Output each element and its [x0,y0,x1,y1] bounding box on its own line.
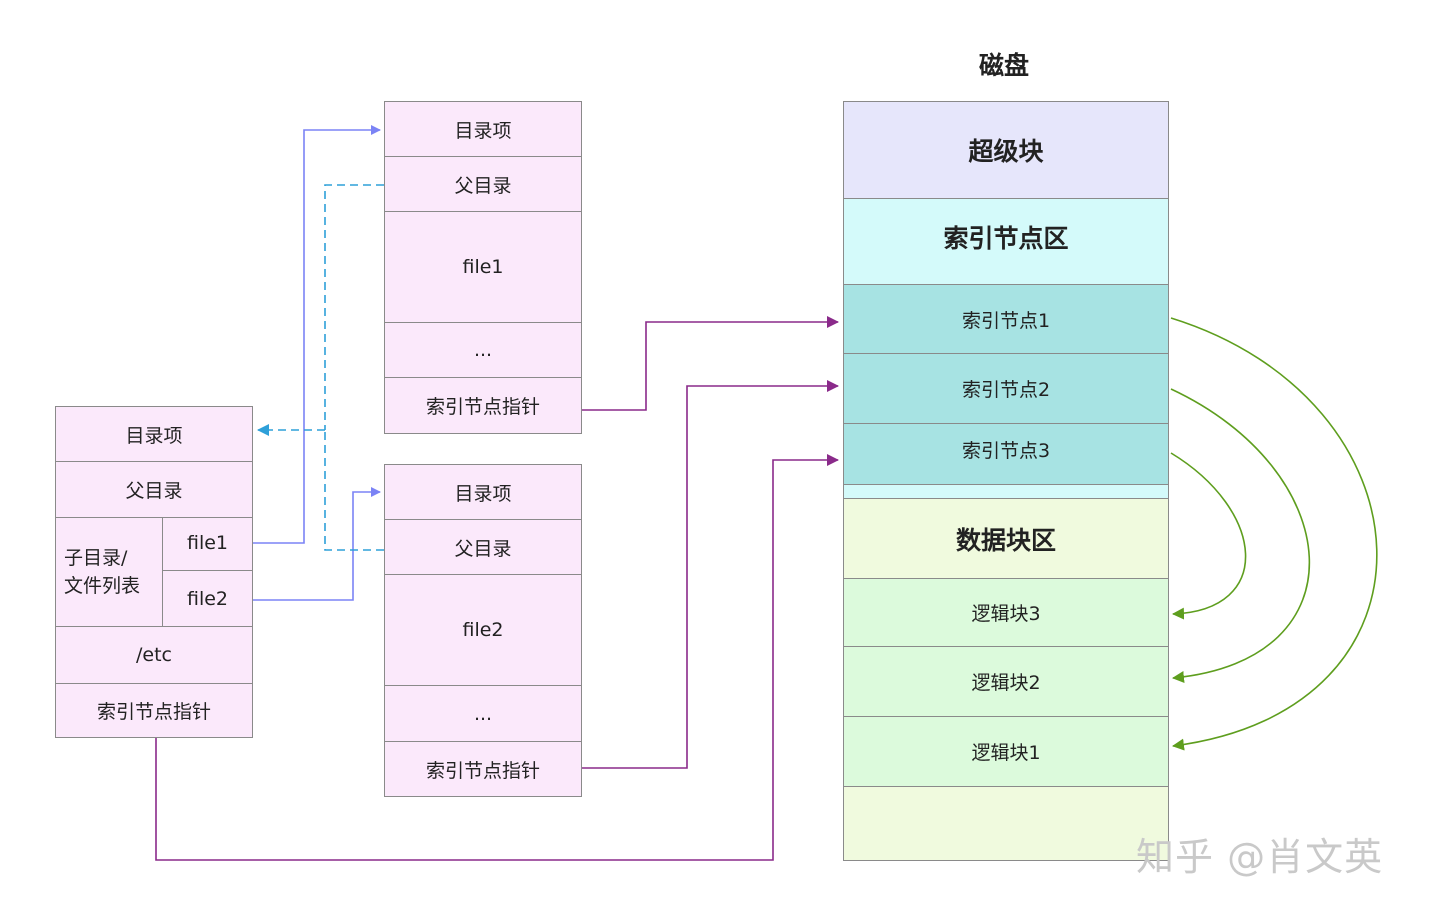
dir-etc-file2: file2 [162,570,253,627]
logical-block-2: 逻辑块2 [843,646,1169,717]
link-file2-to-dir-bottom [253,487,381,601]
data-area-free [843,786,1169,861]
subdir-label-line1: 子目录/ [64,547,128,569]
dir-etc-file1: file1 [162,517,253,571]
link-inode-1-to-block-1 [1170,317,1378,751]
dir-etc-parent: 父目录 [55,461,253,518]
dir-bottom-file: file2 [384,574,582,686]
superblock: 超级块 [843,101,1169,199]
link-parent-dir-top [324,184,384,430]
logical-block-1: 逻辑块1 [843,716,1169,787]
dir-bottom-parent: 父目录 [384,519,582,575]
link-dir-bottom-to-inode-2 [582,380,839,769]
link-dir-top-to-inode-1 [582,316,839,411]
link-file1-to-dir-top [253,125,381,544]
disk-title: 磁盘 [978,51,1029,80]
dir-top-parent: 父目录 [384,156,582,212]
inode-2: 索引节点2 [843,353,1169,424]
dir-bottom-ellipsis: ... [384,685,582,742]
data-area-header: 数据块区 [843,498,1169,579]
link-inode-2-to-block-2 [1170,388,1311,683]
watermark: 知乎 @肖文英 [1136,835,1384,879]
dir-top-inode-pointer: 索引节点指针 [384,377,582,434]
dir-etc-subdir-label: 子目录/ 文件列表 [55,517,163,627]
dir-etc-name: /etc [55,626,253,684]
link-parent-dir-bottom [324,430,384,551]
dir-etc-entry: 目录项 [55,406,253,462]
link-inode-3-to-block-3 [1170,452,1247,620]
link-etc-to-inode-3 [155,454,839,861]
dir-top-ellipsis: ... [384,322,582,378]
subdir-label-line2: 文件列表 [64,575,141,597]
dir-etc-inode-pointer: 索引节点指针 [55,683,253,738]
inode-area-header: 索引节点区 [843,198,1169,285]
dir-bottom-entry: 目录项 [384,464,582,520]
logical-block-3: 逻辑块3 [843,578,1169,647]
dir-bottom-inode-pointer: 索引节点指针 [384,741,582,797]
